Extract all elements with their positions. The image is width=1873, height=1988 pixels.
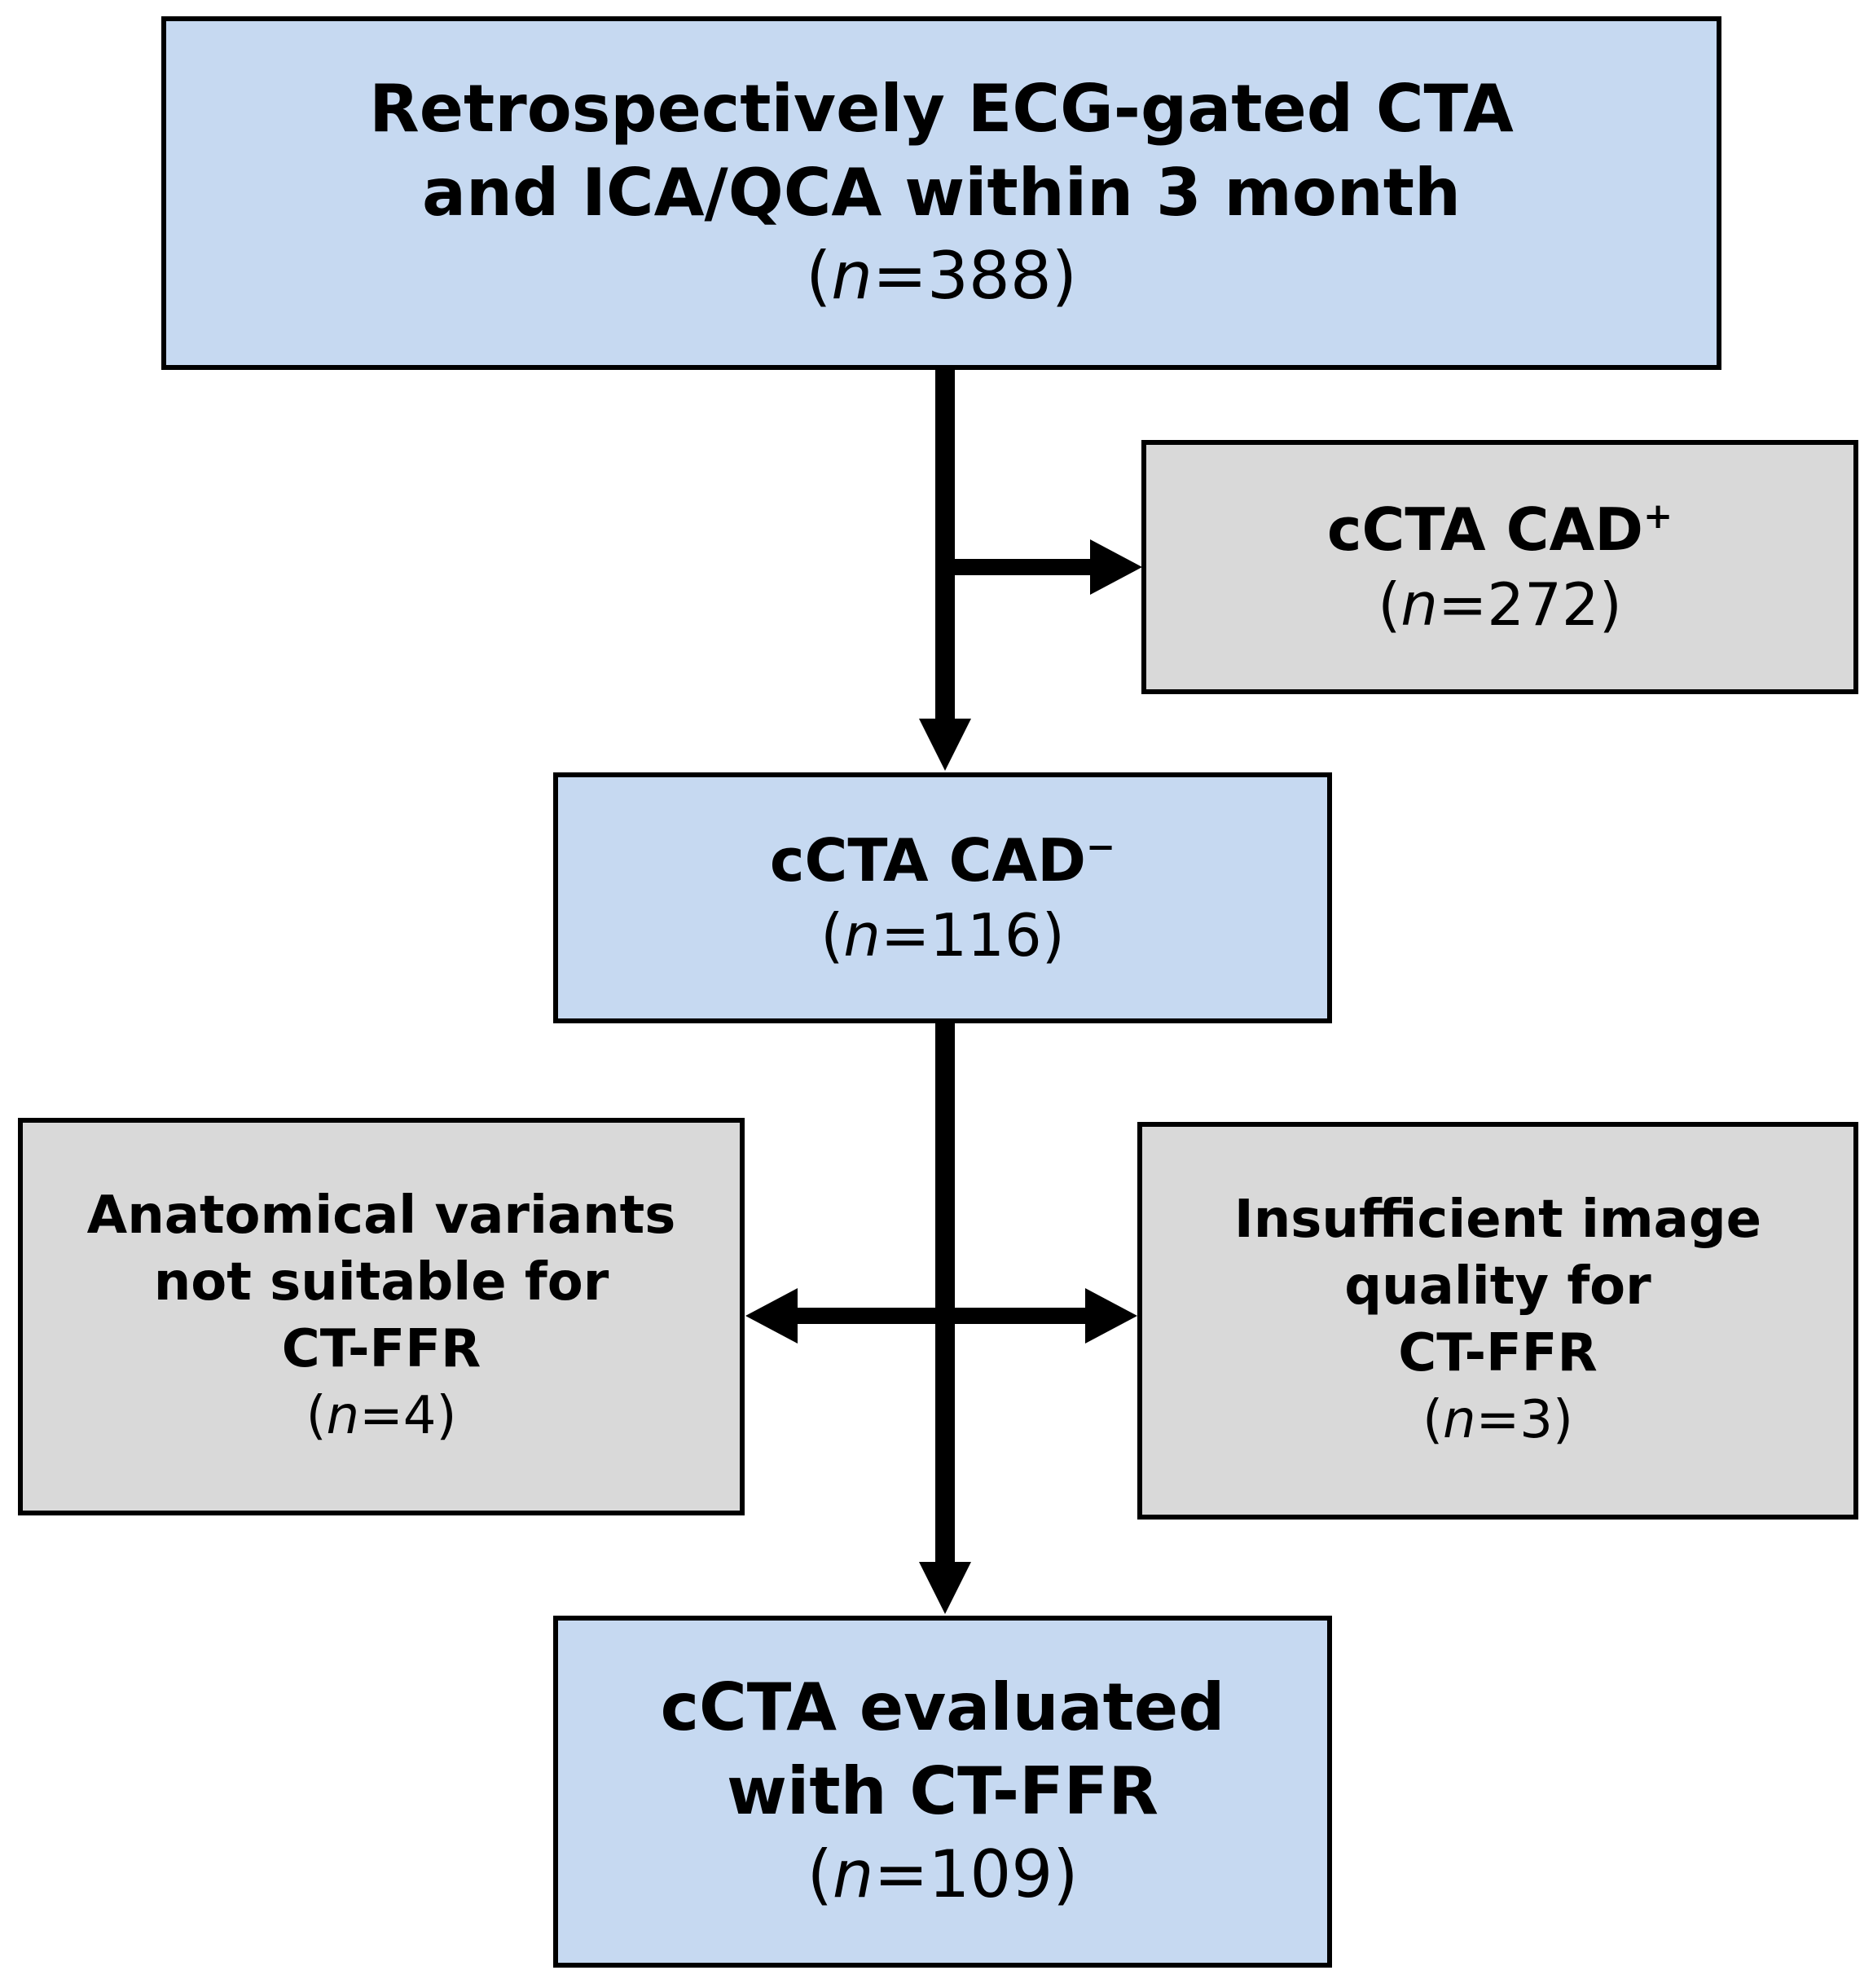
node-cad-negative-title: cCTA CAD− <box>770 823 1115 898</box>
node-evaluated-line-2: with CT-FFR <box>727 1753 1159 1829</box>
n-symbol: n <box>843 901 881 970</box>
node-anatomical-line-3: CT-FFR <box>281 1319 481 1379</box>
count-value: =116 <box>880 901 1042 970</box>
n-symbol: n <box>1443 1389 1476 1450</box>
edge-cad-negative-to-anatomical <box>745 1288 945 1344</box>
node-image-quality-count: (n=3) <box>1422 1389 1573 1450</box>
edge-initial-to-cad-negative <box>919 367 971 771</box>
n-symbol: n <box>1400 570 1438 639</box>
node-anatomical-line-2: not suitable for <box>153 1252 609 1313</box>
node-cad-negative-text: cCTA CAD <box>769 825 1086 895</box>
node-initial-line-1: Retrospectively ECG-gated CTA <box>369 71 1514 147</box>
node-image-quality-line-1: Insufficient image <box>1233 1190 1762 1251</box>
node-anatomical-variants: Anatomical variants not suitable for CT-… <box>18 1118 745 1515</box>
node-cad-positive-title: cCTA CAD+ <box>1327 492 1673 567</box>
count-value: =272 <box>1437 570 1599 639</box>
node-evaluated-line-1: cCTA evaluated <box>660 1669 1225 1746</box>
n-symbol: n <box>831 238 873 314</box>
n-symbol: n <box>326 1385 360 1446</box>
node-cad-positive-text: cCTA CAD <box>1326 495 1643 564</box>
n-symbol: n <box>832 1836 874 1913</box>
count-value: =3 <box>1475 1389 1553 1450</box>
node-anatomical-count: (n=4) <box>306 1385 457 1446</box>
node-insufficient-image-quality: Insufficient image quality for CT-FFR (n… <box>1137 1122 1858 1520</box>
node-image-quality-line-3: CT-FFR <box>1398 1323 1598 1383</box>
superscript-plus: + <box>1642 496 1673 538</box>
node-initial-count: (n=388) <box>806 238 1077 314</box>
edge-cad-negative-to-image-quality <box>945 1288 1137 1344</box>
node-anatomical-line-1: Anatomical variants <box>86 1185 676 1247</box>
superscript-minus: − <box>1085 827 1116 869</box>
node-cad-positive: cCTA CAD+ (n=272) <box>1141 440 1858 694</box>
edge-cad-negative-to-evaluated <box>919 1020 971 1614</box>
node-cad-positive-count: (n=272) <box>1378 570 1622 639</box>
node-initial-line-2: and ICA/QCA within 3 month <box>422 154 1461 231</box>
edge-initial-to-cad-positive <box>945 539 1142 595</box>
node-evaluated-count: (n=109) <box>807 1836 1079 1913</box>
count-value: =4 <box>359 1385 437 1446</box>
node-cad-negative-count: (n=116) <box>820 901 1065 970</box>
node-image-quality-line-2: quality for <box>1344 1256 1651 1317</box>
node-cad-negative: cCTA CAD− (n=116) <box>553 772 1332 1023</box>
node-evaluated: cCTA evaluated with CT-FFR (n=109) <box>553 1616 1332 1968</box>
count-value: =388 <box>872 238 1052 314</box>
node-initial: Retrospectively ECG-gated CTA and ICA/QC… <box>161 16 1721 370</box>
count-value: =109 <box>873 1836 1053 1913</box>
